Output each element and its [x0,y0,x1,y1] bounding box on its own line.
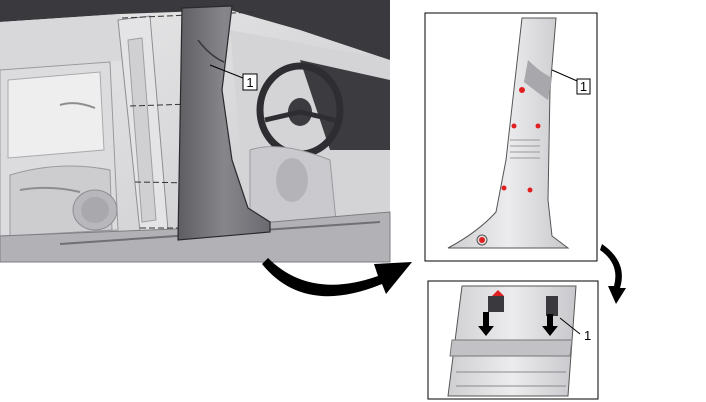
detail-ribs [510,139,540,159]
clip-left-icon [488,296,504,312]
clip-marker-icon [519,87,525,93]
arrow-down-icon [542,314,558,336]
callout-label-clip: 1 [584,328,591,343]
clip-marker-icon [527,187,533,193]
clip-marker-icon [535,123,541,129]
clip-right-icon [546,296,558,316]
callout-label-detail: 1 [580,79,587,94]
curved-arrow-main [262,258,412,297]
callout-label-main: 1 [246,75,253,90]
clip-markers [479,87,541,243]
detail-panel-bottom: 1 [427,280,599,400]
clip-marker-icon [501,185,507,191]
b-pillar-trim-panel [177,5,271,241]
callout-leader-clip [559,317,581,335]
callout-box-main [242,73,258,91]
callout-leader-main [209,64,244,79]
clip-marker-icon [479,237,485,243]
arrow-down-icon [478,312,494,336]
callout-box-detail [576,78,591,95]
detail-panel-top: 1 [424,12,598,262]
car-interior-illustration: 1 [0,0,391,263]
clip-marker-icon [511,123,517,129]
curved-arrow-small [600,244,626,304]
